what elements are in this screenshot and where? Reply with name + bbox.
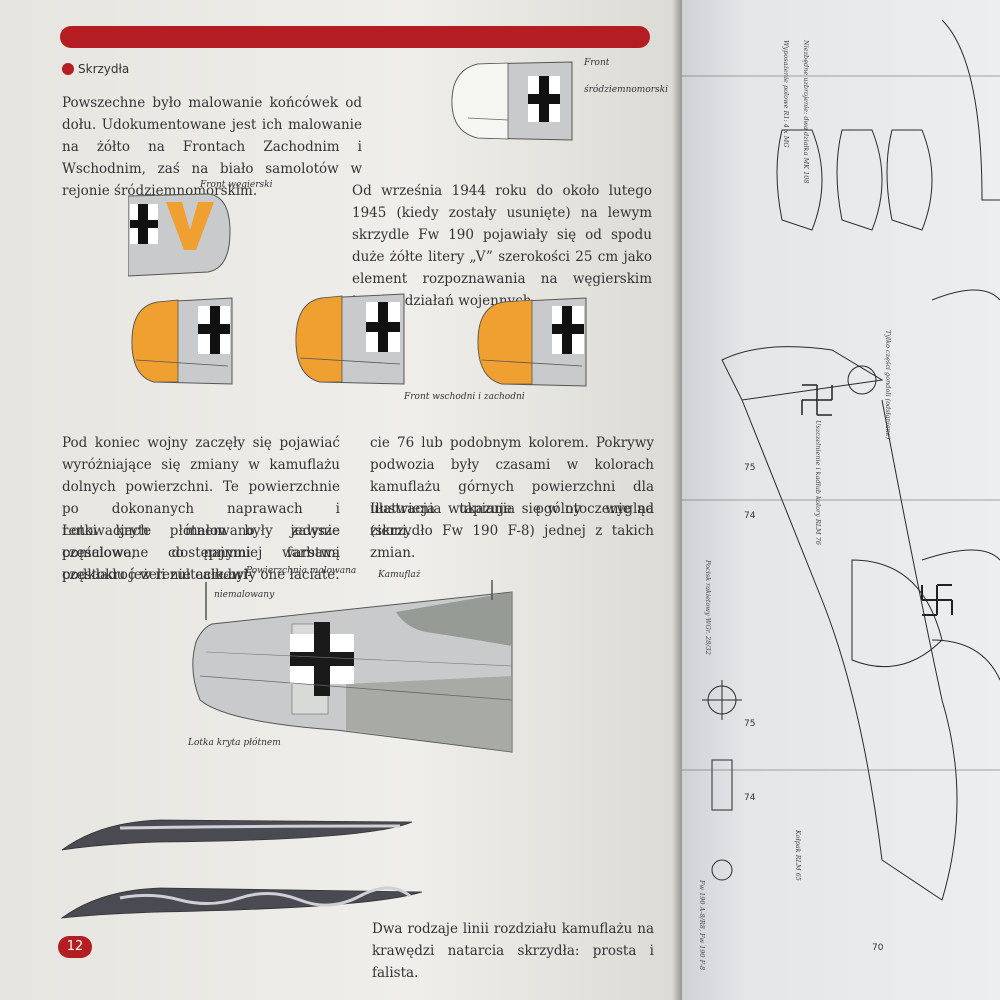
- paragraph-1: Powszechne było malowanie końcówek od do…: [62, 95, 362, 199]
- caption-lotka: Lotka kryta płótnem: [188, 738, 281, 748]
- paragraph-3: Pod koniec wojny zaczęły się pojawiać wy…: [62, 435, 340, 583]
- wingtip-yellow-2: [295, 293, 405, 385]
- note-4: Uszczelnienie i kadłub kolory RLM 76: [814, 420, 822, 546]
- wing-f8-illustration: [192, 580, 513, 753]
- svg-text:75: 75: [744, 719, 755, 729]
- paragraph-2: Od września 1944 roku do około lutego 19…: [352, 183, 652, 309]
- wingtip-mediterranean-illustration: [451, 61, 573, 141]
- paragraph-5: cie 76 lub podobnym kolorem. Pokrywy pod…: [370, 435, 654, 539]
- right-page-technical-drawing: 75 74 75 74 70 Wyposażenie polowe R1: 4 …: [682, 0, 1000, 1000]
- note-5: Pocisk rakietowy WGr. 28/32: [704, 560, 712, 655]
- svg-text:75: 75: [744, 463, 755, 473]
- page-number: 12: [58, 936, 92, 958]
- leading-edge-wavy: [60, 886, 423, 919]
- note-2: Niezbędne uzbrojenie: dwa działka MK 108: [802, 40, 810, 184]
- note-6: Kołpak RLM 65: [794, 830, 802, 881]
- paragraph-6: Ilustracja ukazuje ogólny wygląd (skrzyd…: [370, 501, 654, 561]
- svg-text:74: 74: [744, 511, 756, 521]
- wingtip-hungarian-illustration: [128, 193, 231, 277]
- caption-metal-2: niemalowany: [214, 590, 275, 600]
- bullet-icon: [62, 63, 74, 75]
- paragraph-4: Lotki kryte płótnem były zawsze pomalowa…: [62, 523, 340, 583]
- aircraft-blueprint-drawing: 75 74 75 74 70: [682, 19, 1000, 953]
- header-red-bar: [60, 26, 650, 48]
- note-3: Tylko części gondoli (odsłaniane): [884, 330, 892, 440]
- caption-kamuflaz: Kamuflaż: [378, 570, 421, 580]
- svg-text:74: 74: [744, 793, 756, 803]
- leading-edge-straight: [61, 819, 413, 851]
- caption-powierzchnia: Powierzchnia malowana: [246, 566, 357, 576]
- section-title: Skrzydła: [78, 62, 130, 76]
- wingtip-yellow-1: [131, 297, 233, 385]
- caption-front-wschodni: Front wschodni i zachodni: [404, 392, 525, 402]
- note-7: Fw 190 A-8/R8, Fw 190 F-8: [698, 880, 706, 971]
- caption-front-wegierski: Front węgierski: [200, 180, 273, 190]
- left-page: Skrzydła Powszechne było malowanie końcó…: [0, 0, 682, 1000]
- paragraph-7: Dwa rodzaje linii rozdziału kamuflażu na…: [372, 921, 654, 981]
- caption-front-1: Front: [584, 58, 610, 68]
- wingtip-yellow-3: [477, 297, 587, 387]
- section-heading: Skrzydła: [62, 62, 129, 76]
- svg-text:70: 70: [872, 943, 884, 953]
- caption-metal-1: Metal: [214, 572, 241, 582]
- caption-front-2: śródziemnomorski: [584, 85, 669, 95]
- note-1: Wyposażenie polowe R1: 4 x MG: [782, 40, 790, 148]
